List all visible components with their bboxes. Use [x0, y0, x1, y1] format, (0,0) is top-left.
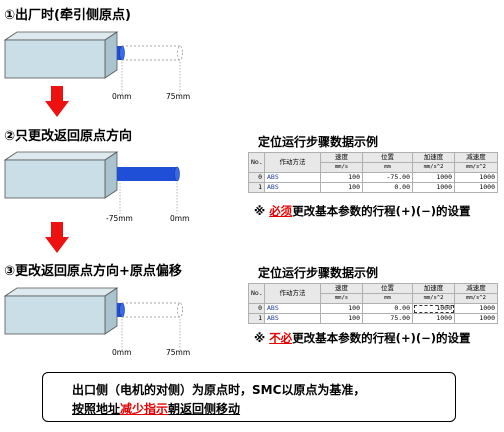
header-decel: 减速度 [454, 152, 498, 163]
cell-speed[interactable]: 100 [320, 172, 363, 183]
summary-line-2: 按照地址减少指示朝返回侧移动 [72, 400, 240, 417]
scenario-2-scale-left: -75mm [106, 214, 133, 223]
actuator-body-top [3, 287, 119, 297]
scenario-1-heading: ①出厂时(牵引侧原点) [4, 8, 131, 23]
table-row: 1 ABS 100 0.00 1000 1000 [248, 182, 498, 193]
header-position: 位置 [362, 283, 413, 294]
cell-accel[interactable]: 1000 [412, 182, 455, 193]
unit-position: mm [362, 293, 413, 304]
summary-part-2: 朝返回侧移动 [168, 402, 241, 416]
table-1-title: 定位运行步骤数据示例 [258, 135, 379, 149]
header-no: No. [248, 283, 265, 304]
cell-no: 0 [248, 172, 265, 183]
actuator-body-side [104, 31, 118, 79]
cell-no: 0 [248, 303, 265, 314]
cell-position[interactable]: 0.00 [362, 303, 413, 314]
cell-mode[interactable]: ABS [264, 313, 321, 324]
header-mode: 作动方法 [264, 152, 321, 173]
note-text: 更改基本参数的行程(+)(−)的设置 [292, 204, 471, 218]
rod-end [174, 166, 180, 182]
unit-decel: mm/s^2 [454, 162, 498, 173]
scenario-1-scale-left: 0mm [112, 92, 132, 101]
cell-speed[interactable]: 100 [320, 182, 363, 193]
unit-accel: mm/s^2 [412, 162, 455, 173]
unit-speed: mm/s [320, 293, 363, 304]
rod-end [119, 302, 125, 318]
summary-part-1: 按照地址 [72, 402, 121, 416]
summary-line-1: 出口侧（电机的对侧）为原点时，SMC以原点为基准， [72, 383, 366, 397]
actuator-body-front [4, 159, 106, 199]
header-accel: 加速度 [412, 152, 455, 163]
scenario-3-actuator-diagram [3, 287, 183, 350]
cell-speed[interactable]: 100 [320, 313, 363, 324]
scenario-1-actuator-diagram [3, 31, 183, 94]
note-highlight-must: 必须 [269, 204, 293, 218]
table-row: 1 ABS 100 75.00 1000 1000 [248, 313, 498, 324]
table-row: 0 ABS 100 0.00 1000 1000 [248, 303, 498, 314]
unit-accel: mm/s^2 [412, 293, 455, 304]
scenario-3-heading: ③更改返回原点方向+原点偏移 [4, 264, 182, 279]
scenario-3-scale-right: 75mm [166, 348, 191, 357]
table-2-title: 定位运行步骤数据示例 [258, 266, 379, 280]
cell-accel[interactable]: 1000 [412, 172, 455, 183]
header-speed: 速度 [320, 152, 363, 163]
cell-position[interactable]: 75.00 [362, 313, 413, 324]
cell-decel[interactable]: 1000 [454, 313, 498, 324]
scenario-1-scale-right: 75mm [166, 92, 191, 101]
summary-box [42, 372, 456, 422]
header-speed: 速度 [320, 283, 363, 294]
cell-decel[interactable]: 1000 [454, 182, 498, 193]
cell-speed[interactable]: 100 [320, 303, 363, 314]
actuator-rod [117, 167, 177, 181]
table-2-note: ※ 不必更改基本参数的行程(+)(−)的设置 [254, 330, 470, 346]
actuator-body-front [4, 295, 106, 335]
table-1-step-data: No. 作动方法 速度 位置 加速度 减速度 mm/s mm mm/s^2 mm… [248, 152, 498, 193]
actuator-body-top [3, 31, 119, 41]
table-1-note: ※ 必须更改基本参数的行程(+)(−)的设置 [254, 203, 470, 219]
cell-accel[interactable]: 1000 [412, 303, 455, 314]
cell-mode[interactable]: ABS [264, 182, 321, 193]
actuator-body-top [3, 151, 119, 161]
cell-decel[interactable]: 1000 [454, 303, 498, 314]
actuator-body-side [104, 151, 118, 199]
header-decel: 减速度 [454, 283, 498, 294]
summary-highlight: 减少指示 [120, 402, 169, 416]
header-position: 位置 [362, 152, 413, 163]
rod-outline-end [177, 302, 183, 318]
rod-end [119, 45, 125, 61]
header-accel: 加速度 [412, 283, 455, 294]
unit-decel: mm/s^2 [454, 293, 498, 304]
note-text: 更改基本参数的行程(+)(−)的设置 [292, 331, 471, 345]
cell-position[interactable]: -75.00 [362, 172, 413, 183]
cell-accel[interactable]: 1000 [412, 313, 455, 324]
cell-no: 1 [248, 182, 265, 193]
scenario-2-actuator-diagram [3, 151, 180, 214]
red-down-arrow-2-icon [45, 222, 69, 253]
unit-speed: mm/s [320, 162, 363, 173]
note-prefix: ※ [254, 204, 270, 218]
table-row: 0 ABS 100 -75.00 1000 1000 [248, 172, 498, 183]
rod-outline-end [177, 45, 183, 61]
header-mode: 作动方法 [264, 283, 321, 304]
cell-mode[interactable]: ABS [264, 172, 321, 183]
note-prefix: ※ [254, 331, 270, 345]
scenario-2-heading: ②只更改返回原点方向 [4, 129, 133, 144]
red-down-arrow-1-icon [45, 86, 69, 117]
scenario-3-scale-left: 0mm [112, 348, 132, 357]
table-2-step-data: No. 作动方法 速度 位置 加速度 减速度 mm/s mm mm/s^2 mm… [248, 283, 498, 324]
cell-decel[interactable]: 1000 [454, 172, 498, 183]
actuator-body-side [104, 287, 118, 335]
scenario-2-scale-right: 0mm [170, 214, 190, 223]
cell-no: 1 [248, 313, 265, 324]
note-highlight-not-required: 不必 [269, 331, 293, 345]
header-no: No. [248, 152, 265, 173]
actuator-body-front [4, 39, 106, 79]
cell-mode[interactable]: ABS [264, 303, 321, 314]
unit-position: mm [362, 162, 413, 173]
cell-position[interactable]: 0.00 [362, 182, 413, 193]
